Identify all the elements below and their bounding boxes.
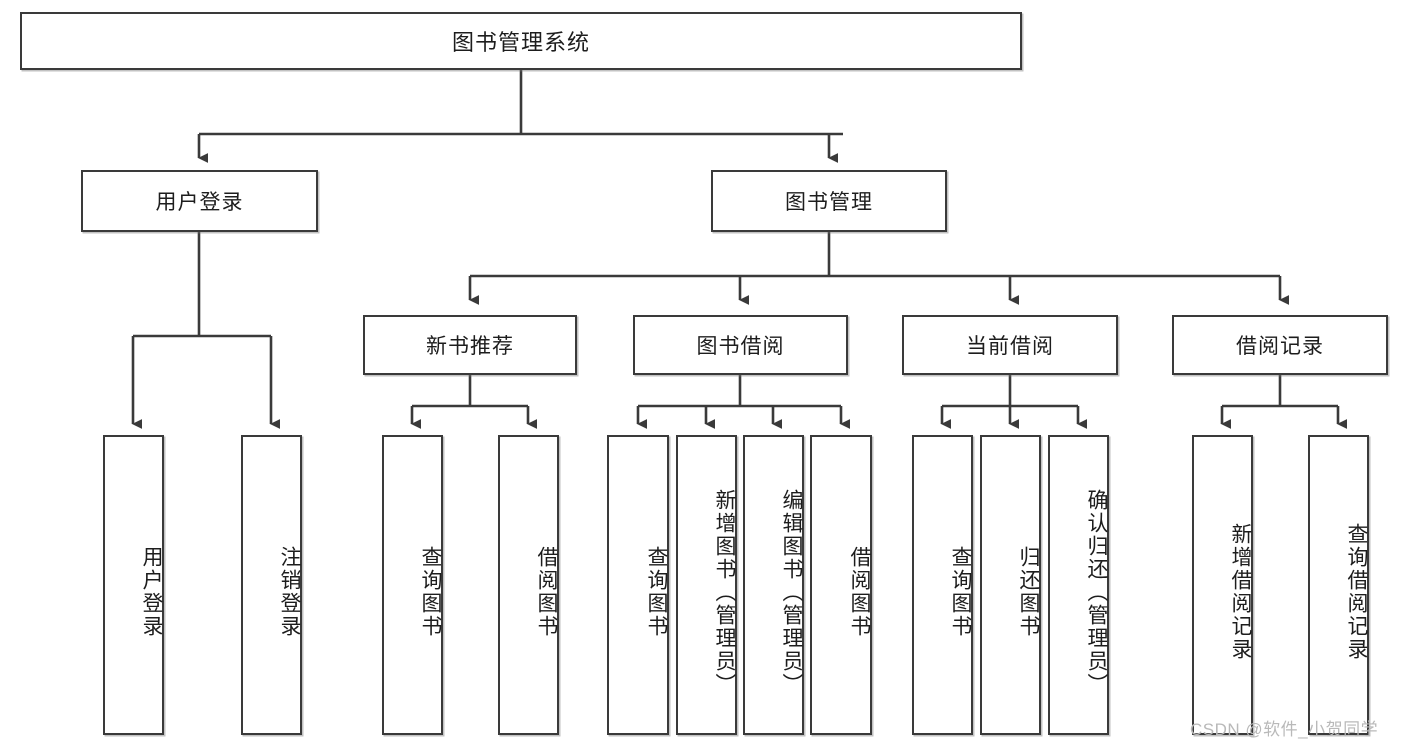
node-book-borrow[interactable]: 图书借阅 <box>633 315 848 375</box>
leaf-record-add-record[interactable]: 新增借阅记录 <box>1192 435 1253 735</box>
leaf-borrow-add-book-admin[interactable]: 新增图书（管理员） <box>676 435 737 735</box>
csdn-watermark: CSDN @软件_小贺同学 <box>1190 720 1379 739</box>
leaf-borrow-edit-book-admin[interactable]: 编辑图书（管理员） <box>743 435 804 735</box>
leaf-new-book-borrow[interactable]: 借阅图书 <box>498 435 559 735</box>
leaf-new-book-query[interactable]: 查询图书 <box>382 435 443 735</box>
leaf-current-confirm-return-admin[interactable]: 确认归还（管理员） <box>1048 435 1109 735</box>
leaf-current-query-book[interactable]: 查询图书 <box>912 435 973 735</box>
node-borrow-record[interactable]: 借阅记录 <box>1172 315 1388 375</box>
node-root-system[interactable]: 图书管理系统 <box>20 12 1022 70</box>
leaf-user-login-logout[interactable]: 注销登录 <box>241 435 302 735</box>
leaf-record-query-record[interactable]: 查询借阅记录 <box>1308 435 1369 735</box>
leaf-current-return-book[interactable]: 归还图书 <box>980 435 1041 735</box>
node-user-login[interactable]: 用户登录 <box>81 170 318 232</box>
node-current-borrow[interactable]: 当前借阅 <box>902 315 1118 375</box>
leaf-borrow-borrow-book[interactable]: 借阅图书 <box>810 435 872 735</box>
leaf-borrow-query-book[interactable]: 查询图书 <box>607 435 669 735</box>
node-book-management[interactable]: 图书管理 <box>711 170 947 232</box>
node-new-book-recommend[interactable]: 新书推荐 <box>363 315 577 375</box>
leaf-user-login-login[interactable]: 用户登录 <box>103 435 164 735</box>
